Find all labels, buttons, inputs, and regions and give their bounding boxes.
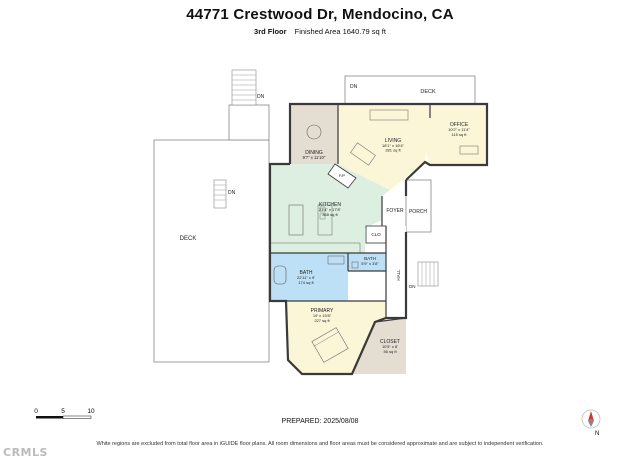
compass-north-label: N	[595, 431, 599, 437]
room-hall: HALL	[386, 226, 406, 318]
scale-bar: 0 5 10	[30, 405, 110, 426]
scale-label-0: 0	[34, 408, 38, 415]
scale-label-5: 5	[61, 408, 65, 415]
room-kitchen-area: 355 sq ft	[322, 212, 338, 217]
room-closet-dims: 10'5" x 8'	[382, 344, 398, 349]
room-closet-area: 56 sq ft	[383, 349, 397, 354]
room-bath-main-dims: 22'11" x 9'	[297, 275, 315, 280]
dn-label-deck-stairs: DN	[257, 94, 265, 100]
room-kitchen: F/P KITCHEN 23'4" x 17'8" 355 sq ft	[269, 163, 390, 254]
dn-label-deck-top: DN	[350, 84, 358, 90]
room-living-area: 281 sq ft	[385, 148, 401, 153]
room-living-dims: 18'1" x 16'4"	[382, 143, 405, 148]
deck-large-label: DECK	[180, 236, 197, 242]
dn-label-stairs-right: DN	[409, 284, 416, 289]
room-bath-small-name: BATH	[364, 256, 376, 261]
exterior-walls	[268, 102, 489, 376]
dn-label-deck-left: DN	[228, 190, 236, 196]
scale-label-10: 10	[87, 408, 95, 415]
room-porch: PORCH	[405, 179, 432, 233]
room-primary-area: 227 sq ft	[314, 318, 330, 323]
room-office-area: 115 sq ft	[451, 132, 467, 137]
deck-top: DECK DN	[344, 75, 476, 105]
page-title: 44771 Crestwood Dr, Mendocino, CA	[186, 6, 454, 23]
room-bath-main: BATH 22'11" x 9' 174 sq ft	[270, 253, 348, 301]
room-dining-name: DINING	[305, 150, 323, 156]
room-bath-small-dims: 5'9" x 3'8"	[361, 261, 379, 266]
interior-walls	[270, 104, 431, 323]
room-closet: CLOSET 10'5" x 8' 56 sq ft	[352, 318, 406, 374]
room-dining: DINING 9'7" x 11'10"	[290, 104, 338, 164]
deck-top-label: DECK	[420, 89, 436, 95]
room-primary-dims: 19' x 15'8"	[313, 313, 332, 318]
room-foyer-label: FOYER	[386, 208, 404, 214]
room-bath-main-area: 174 sq ft	[298, 280, 314, 285]
finished-area: Finished Area 1640.79 sq ft	[294, 27, 386, 36]
room-bath-main-name: BATH	[300, 270, 313, 276]
compass: N	[578, 407, 604, 442]
room-living-name: LIVING	[385, 138, 402, 144]
deck-large: DECK DN DN	[153, 69, 270, 363]
room-dining-dims: 9'7" x 11'10"	[303, 155, 326, 160]
prepared-date: PREPARED: 2025/08/08	[281, 418, 359, 425]
room-office: OFFICE 10'2" x 11'4" 115 sq ft	[425, 104, 487, 165]
compass-icon: N	[581, 409, 601, 437]
room-hall-label: HALL	[396, 269, 401, 281]
room-porch-label: PORCH	[409, 209, 427, 215]
floor-subtitle: 3rd Floor Finished Area 1640.79 sq ft	[0, 27, 640, 36]
room-clo-label: CLO	[371, 232, 381, 237]
fireplace-label: F/P	[339, 173, 346, 178]
watermark: CRMLS	[3, 446, 48, 459]
room-primary: PRIMARY 19' x 15'8" 227 sq ft	[286, 301, 386, 374]
room-foyer: FOYER	[382, 196, 406, 226]
room-clo: CLO	[365, 225, 387, 244]
room-kitchen-dims: 23'4" x 17'8"	[319, 207, 342, 212]
floor-name: 3rd Floor	[254, 27, 287, 36]
room-living: LIVING 18'1" x 16'4" 281 sq ft	[338, 104, 430, 190]
room-closet-name: CLOSET	[380, 339, 400, 345]
room-office-name: OFFICE	[450, 122, 469, 128]
footer-note: White regions are excluded from total fl…	[96, 441, 544, 447]
scale-bar-graphic: 0 5 10	[34, 408, 95, 419]
room-kitchen-name: KITCHEN	[319, 202, 341, 208]
room-primary-name: PRIMARY	[311, 308, 334, 314]
room-bath-small: BATH 5'9" x 3'8"	[348, 253, 386, 271]
room-office-dims: 10'2" x 11'4"	[448, 127, 470, 132]
stairs-right: DN	[409, 261, 439, 289]
